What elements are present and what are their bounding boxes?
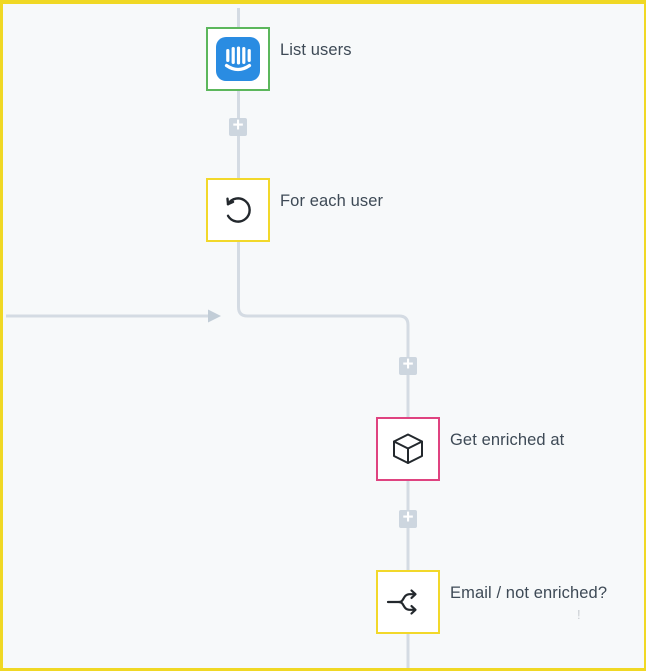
cube-icon xyxy=(393,433,423,464)
node-label-email-not-enriched: Email / not enriched? xyxy=(450,584,608,602)
branch-icon xyxy=(386,589,417,615)
node-label-for-each-user: For each user xyxy=(280,192,384,210)
node-for-each-user[interactable] xyxy=(206,178,270,242)
add-step-button-2[interactable]: + xyxy=(399,354,417,375)
connector-lines xyxy=(6,8,410,668)
plus-icon: + xyxy=(232,115,244,136)
add-step-button-3[interactable]: + xyxy=(399,507,417,528)
intercom-icon xyxy=(216,37,260,81)
loop-icon xyxy=(226,197,251,223)
node-get-enriched-at[interactable] xyxy=(376,417,440,481)
node-email-not-enriched[interactable] xyxy=(376,570,440,634)
node-label-get-enriched-at: Get enriched at xyxy=(450,431,565,449)
add-step-button-1[interactable]: + xyxy=(229,115,247,136)
node-label-list-users: List users xyxy=(280,41,352,59)
node-list-users[interactable] xyxy=(206,27,270,91)
plus-icon: + xyxy=(402,507,414,528)
plus-icon: + xyxy=(402,354,414,375)
connector-arrowhead xyxy=(208,309,221,323)
faint-exclamation-mark: ! xyxy=(577,607,581,622)
